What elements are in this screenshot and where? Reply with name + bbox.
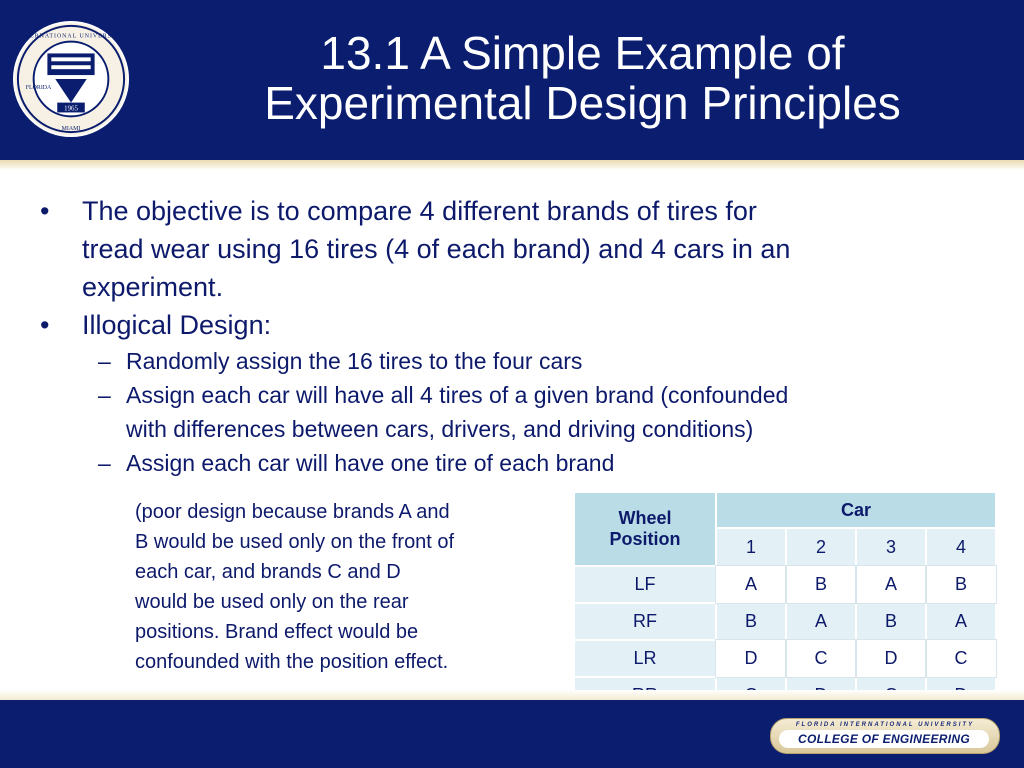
bullet-marker: •	[40, 196, 50, 226]
bullet-line: tread wear using 16 tires (4 of each bra…	[82, 234, 791, 264]
bullet-line: Illogical Design:	[82, 310, 272, 340]
sub-bullet-random: – Randomly assign the 16 tires to the fo…	[40, 344, 1000, 378]
car-number-cell: 1	[715, 527, 787, 567]
bullet-illogical-design: • Illogical Design:	[40, 306, 1000, 344]
sub-bullet-line: Assign each car will have one tire of ea…	[126, 450, 615, 476]
sub-bullet-line: Randomly assign the 16 tires to the four…	[126, 348, 583, 374]
wheel-header-line: Wheel	[618, 508, 672, 528]
logo-university-text: FLORIDA INTERNATIONAL UNIVERSITY	[795, 722, 975, 728]
wheel-position-header: Wheel Position	[573, 491, 717, 567]
brand-cell: A	[715, 565, 787, 604]
position-cell: LR	[573, 639, 717, 678]
table-row: LF A B A B	[573, 565, 997, 604]
car-number-cell: 3	[855, 527, 927, 567]
wheel-header-line: Position	[609, 529, 681, 549]
bullet-line: experiment.	[82, 272, 224, 302]
note-line: each car, and brands C and D	[135, 561, 401, 583]
bullet-objective: • The objective is to compare 4 differen…	[40, 192, 1000, 306]
brand-cell: B	[855, 602, 927, 641]
brand-cell: B	[785, 565, 857, 604]
slide-title: 13.1 A Simple Example of Experimental De…	[160, 28, 1005, 128]
table-row: RF B A B A	[573, 602, 997, 641]
brand-cell: D	[855, 639, 927, 678]
sub-bullet-same-brand: – Assign each car will have all 4 tires …	[40, 378, 1000, 446]
bullet-marker: •	[40, 310, 50, 340]
note-line: B would be used only on the front of	[135, 531, 455, 553]
sub-bullet-line: Assign each car will have all 4 tires of…	[126, 382, 789, 408]
note-line: would be used only on the rear	[135, 591, 409, 613]
car-header: Car	[715, 491, 997, 529]
brand-cell: B	[715, 602, 787, 641]
position-cell: LF	[573, 565, 717, 604]
brand-cell: C	[785, 639, 857, 678]
footer-gold-stripe	[0, 690, 1024, 700]
slide-body: • The objective is to compare 4 differen…	[40, 192, 1000, 480]
seal-ring-bottom-text: MIAMI	[62, 126, 81, 132]
seal-year: 1965	[64, 105, 78, 112]
table-row: LR D C D C	[573, 639, 997, 678]
note-line: positions. Brand effect would be	[135, 621, 419, 643]
brand-cell: A	[925, 602, 997, 641]
brand-cell: D	[715, 639, 787, 678]
logo-college-text: COLLEGE OF ENGINEERING	[779, 730, 989, 748]
tire-assignment-table: Wheel Position Car 1 2 3 4 LF A B A B RF…	[573, 491, 997, 715]
sub-bullet-marker: –	[98, 348, 111, 374]
position-cell: RF	[573, 602, 717, 641]
university-seal-icon: INTERNATIONAL UNIVERSITY FLORIDA MIAMI 1…	[12, 20, 130, 138]
brand-cell: A	[855, 565, 927, 604]
sub-bullet-line: with differences between cars, drivers, …	[126, 416, 754, 442]
brand-cell: C	[925, 639, 997, 678]
note-line: confounded with the position effect.	[135, 651, 449, 673]
sub-bullet-one-each: – Assign each car will have one tire of …	[40, 446, 1000, 480]
sub-bullet-marker: –	[98, 450, 111, 476]
poor-design-note: (poor design because brands A and B woul…	[135, 497, 555, 677]
sub-bullet-marker: –	[98, 382, 111, 408]
seal-ring-top-text: INTERNATIONAL UNIVERSITY	[17, 34, 124, 40]
note-line: (poor design because brands A and	[135, 501, 450, 523]
title-line-2: Experimental Design Principles	[264, 77, 901, 129]
bullet-line: The objective is to compare 4 different …	[82, 196, 757, 226]
brand-cell: B	[925, 565, 997, 604]
title-line-1: 13.1 A Simple Example of	[320, 27, 845, 79]
header-gold-stripe	[0, 160, 1024, 170]
college-of-engineering-logo: FLORIDA INTERNATIONAL UNIVERSITY COLLEGE…	[770, 718, 1000, 754]
car-number-cell: 4	[925, 527, 997, 567]
brand-cell: A	[785, 602, 857, 641]
car-number-cell: 2	[785, 527, 857, 567]
header-band	[0, 0, 1024, 160]
seal-ring-left-text: FLORIDA	[26, 85, 52, 91]
